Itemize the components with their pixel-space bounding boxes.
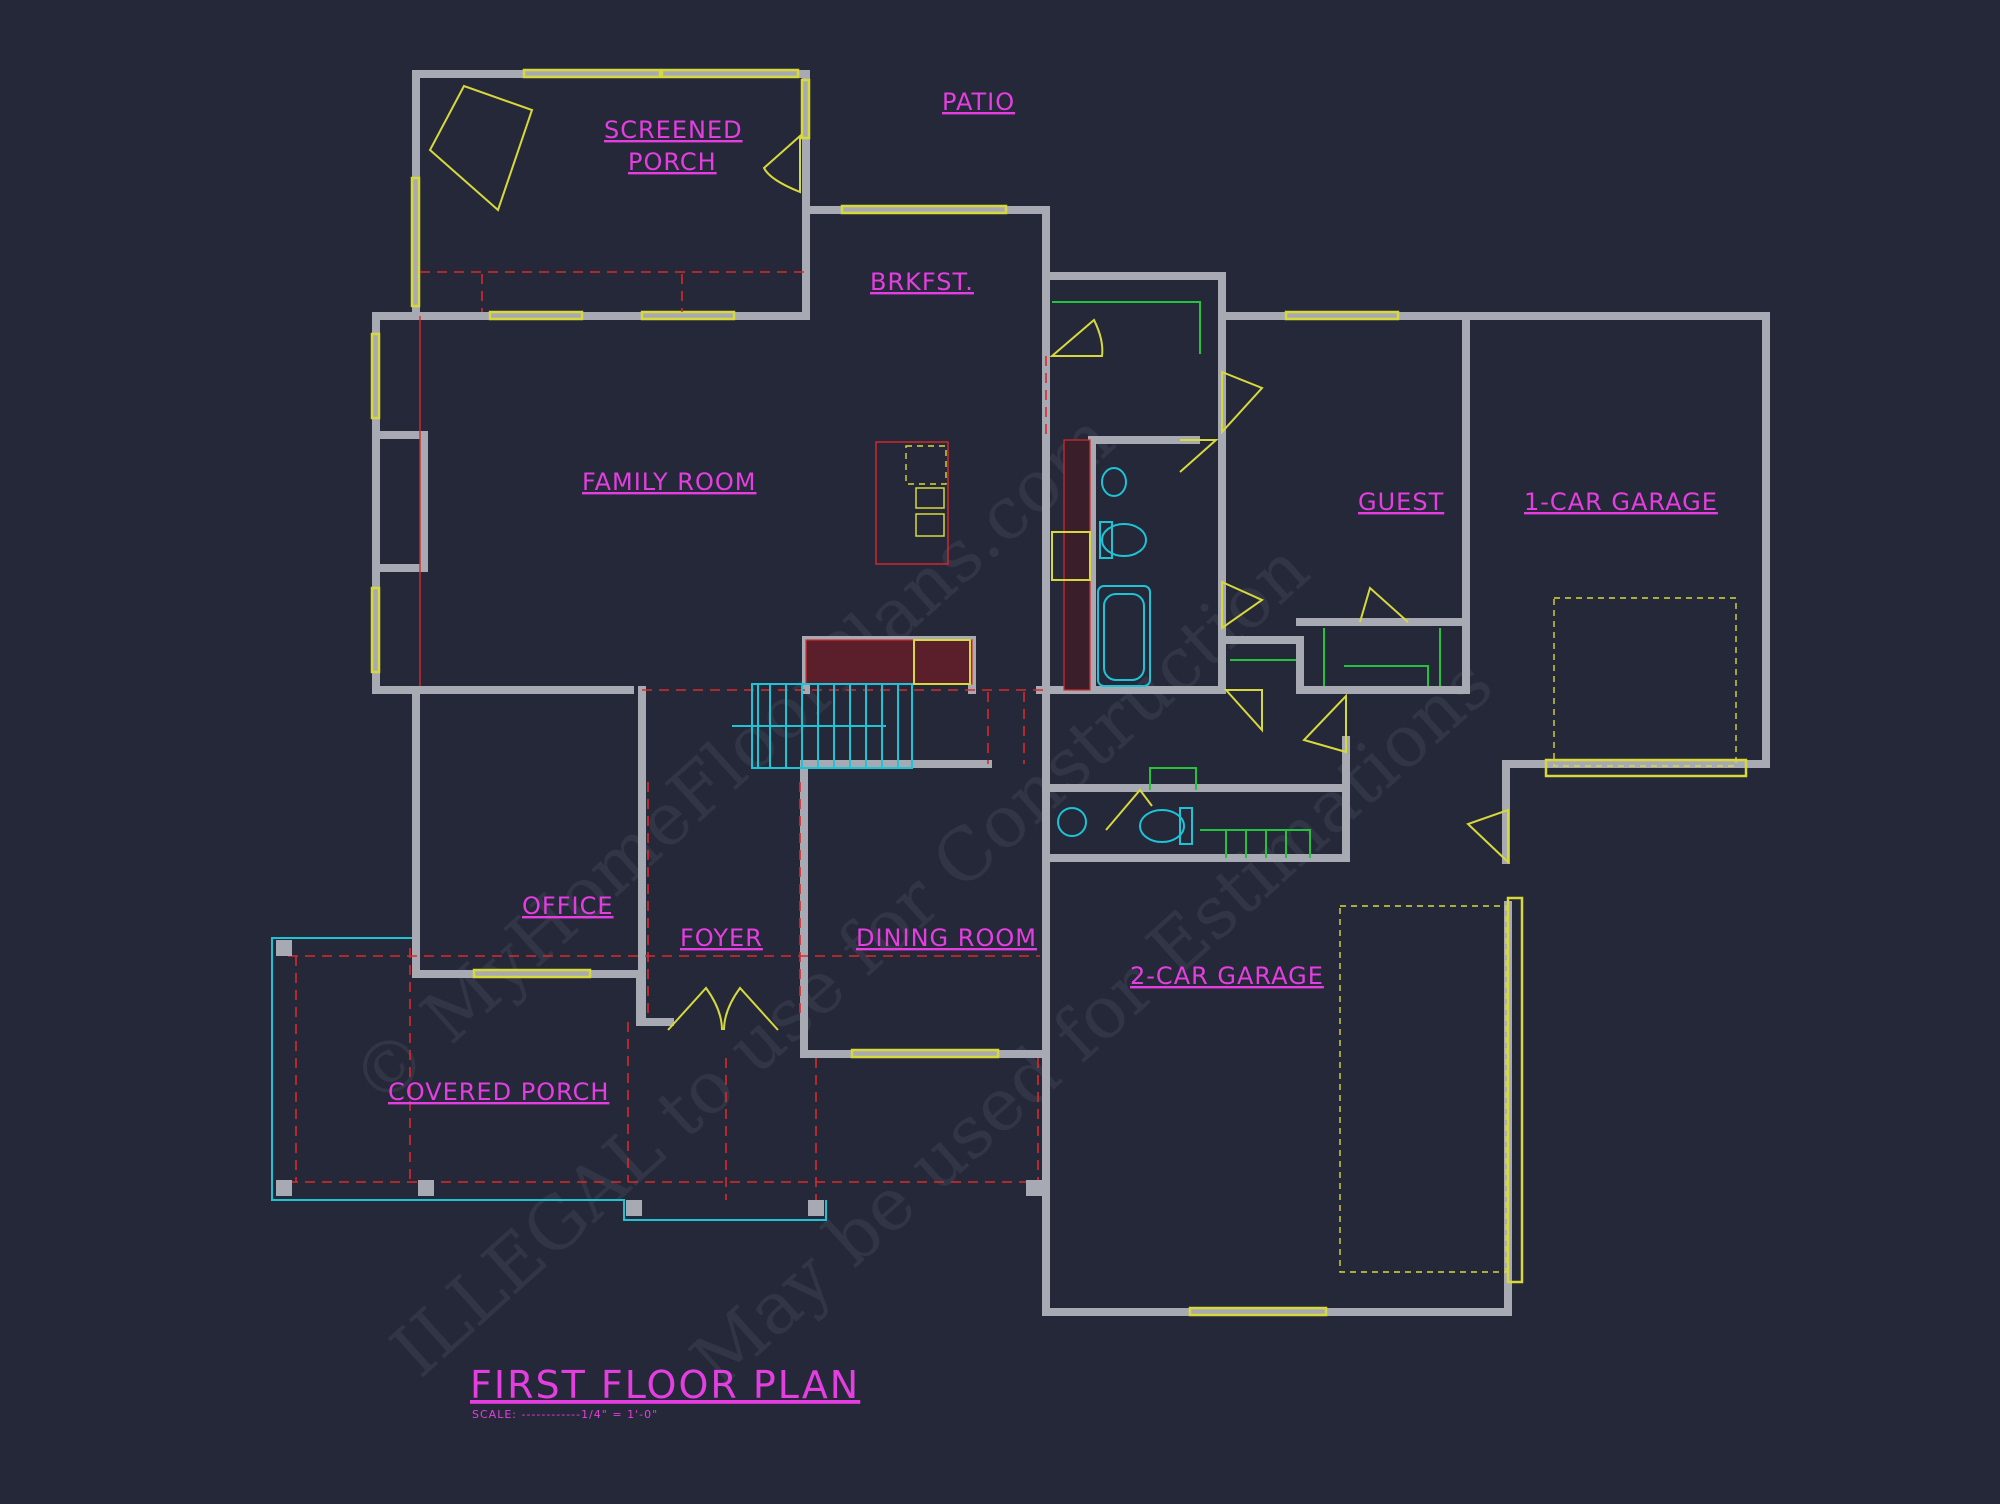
structural-lines bbox=[288, 271, 1091, 1200]
windows bbox=[370, 68, 1748, 1317]
label-foyer: FOYER bbox=[680, 924, 763, 952]
label-covered-porch: COVERED PORCH bbox=[388, 1078, 609, 1106]
label-1-car-garage: 1-CAR GARAGE bbox=[1524, 488, 1718, 516]
label-2-car-garage: 2-CAR GARAGE bbox=[1130, 962, 1324, 990]
watermark: © MyHomeFloorPlans.com ILLEGAL to use fo… bbox=[335, 396, 1508, 1403]
label-guest: GUEST bbox=[1358, 488, 1444, 516]
label-screened-porch-2: PORCH bbox=[628, 148, 717, 176]
room-labels: PATIO SCREENED PORCH BRKFST. FAMILY ROOM… bbox=[388, 88, 1718, 1106]
plan-title: FIRST FLOOR PLAN bbox=[470, 1363, 860, 1407]
plumbing-fixtures bbox=[271, 467, 1193, 1221]
label-family-room: FAMILY ROOM bbox=[582, 468, 756, 496]
plan-title-block: FIRST FLOOR PLAN SCALE: ------------1/4"… bbox=[470, 1363, 860, 1421]
car-outlines bbox=[905, 445, 1737, 1273]
exterior-walls bbox=[372, 70, 1770, 1316]
doors bbox=[428, 84, 1509, 1031]
label-patio: PATIO bbox=[942, 88, 1015, 116]
label-office: OFFICE bbox=[522, 892, 614, 920]
label-dining-room: DINING ROOM bbox=[856, 924, 1037, 952]
label-breakfast: BRKFST. bbox=[870, 268, 974, 296]
plan-scale: SCALE: ------------1/4" = 1'-0" bbox=[472, 1408, 658, 1421]
cabinets bbox=[1052, 301, 1441, 858]
porch-posts bbox=[276, 940, 1042, 1216]
label-screened-porch-1: SCREENED bbox=[604, 116, 743, 144]
